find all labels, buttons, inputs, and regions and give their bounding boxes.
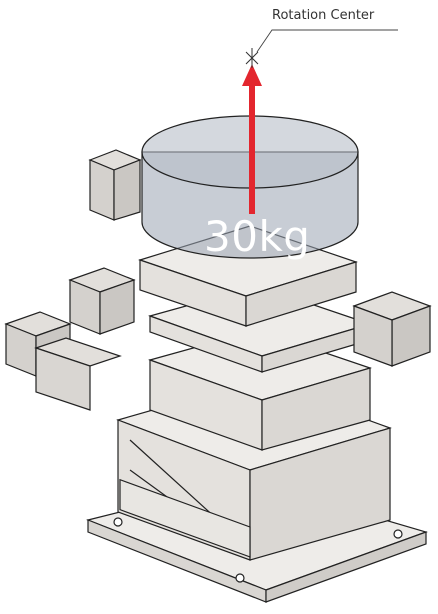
left-motors: [4, 149, 142, 411]
right-motor: [352, 291, 432, 367]
rotation-center-marker: [245, 48, 259, 68]
rotation-center-label: Rotation Center: [272, 8, 375, 23]
rotation-arrow: [242, 64, 262, 214]
callout-leader: [256, 29, 398, 53]
load-capacity-label: 30kg: [204, 212, 311, 261]
